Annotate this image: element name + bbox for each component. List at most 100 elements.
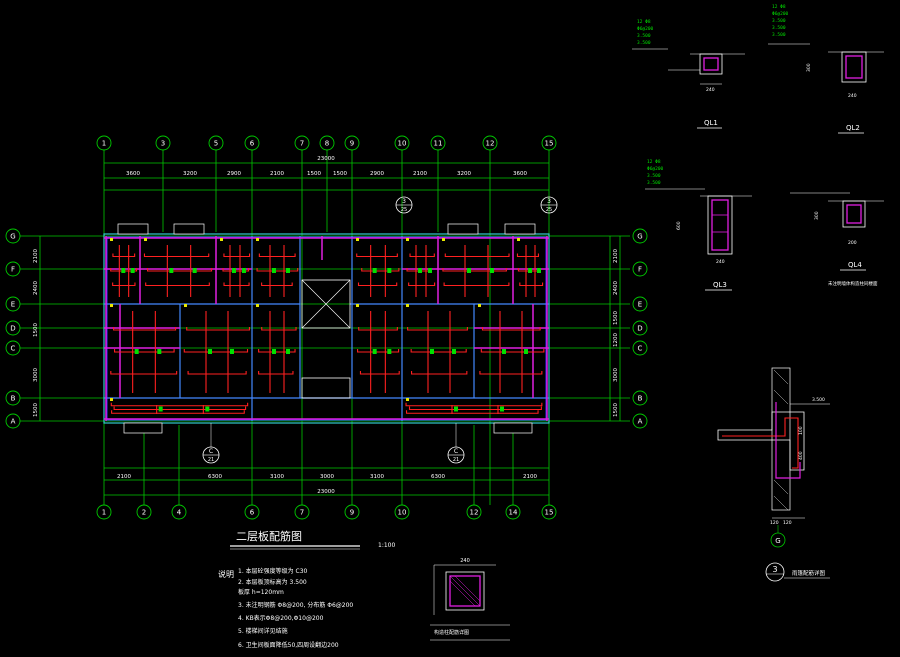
axis-bubble-top <box>96 135 112 151</box>
svg-text:Φ6@200: Φ6@200 <box>647 166 664 172</box>
rebar-bar <box>443 282 510 287</box>
svg-text:240: 240 <box>848 93 857 99</box>
axis-bubble-top <box>541 135 557 151</box>
axis-bubble-top-label: 3 <box>161 140 165 148</box>
axis-bubble-left <box>5 413 21 429</box>
axis-bubble-right <box>632 228 648 244</box>
rebar-bar <box>409 253 435 258</box>
plan-title-block: 二层板配筋图 1:100 <box>230 529 395 550</box>
svg-text:300: 300 <box>814 211 820 220</box>
rebar-bar <box>516 253 539 258</box>
rebar-bar <box>258 371 294 375</box>
rebar-labels <box>121 268 541 412</box>
rebar-label-mark <box>272 349 276 354</box>
column-marker <box>184 304 187 307</box>
svg-text:C: C <box>209 448 213 455</box>
svg-text:3.500: 3.500 <box>637 33 651 39</box>
rebar-bar <box>405 402 543 407</box>
rebar-label-mark <box>230 349 234 354</box>
svg-text:2900: 2900 <box>227 171 241 177</box>
svg-text:3000: 3000 <box>320 474 334 480</box>
rebar-bar <box>411 371 468 375</box>
svg-text:600: 600 <box>676 221 682 230</box>
axis-bubble-top-label: 7 <box>300 140 304 148</box>
svg-text:2100: 2100 <box>523 474 537 480</box>
axis-bubble-top-label: 5 <box>214 140 218 148</box>
total-dim-top: 23000 <box>317 156 335 162</box>
rebar-bar <box>442 268 507 272</box>
section-callout-left[interactable]: C 21 <box>202 423 220 464</box>
rebar-bar <box>519 282 544 287</box>
section-3-caption: 雨篷配筋详图 <box>792 569 826 577</box>
section-callout-right[interactable]: C 21 <box>447 423 465 464</box>
svg-text:1200: 1200 <box>613 333 619 347</box>
column-caption: 构造柱配筋详图 <box>434 629 469 636</box>
svg-text:3.500: 3.500 <box>812 397 825 403</box>
axis-bubble-bottom-label: 1 <box>102 509 106 517</box>
rebar-bar <box>112 253 136 258</box>
rebar-bar <box>187 371 247 375</box>
rebar-label-mark <box>428 268 432 273</box>
svg-text:12 Φ8: 12 Φ8 <box>637 19 651 25</box>
svg-text:C: C <box>454 448 458 455</box>
svg-text:3100: 3100 <box>370 474 384 480</box>
rebar-bar <box>358 327 398 331</box>
rebar-label-mark <box>130 268 135 273</box>
axis-bubble-bottom <box>541 504 557 520</box>
column-marker <box>110 304 113 307</box>
axis-bubble-top <box>208 135 224 151</box>
axis-bubble-bottom-label: 6 <box>250 509 255 517</box>
axis-bubble-right <box>632 296 648 312</box>
axis-bubble-bottom <box>294 504 310 520</box>
rebar-bar <box>356 253 398 258</box>
rebar-label-mark <box>372 268 377 273</box>
axis-bubble-left-label: G <box>10 233 15 241</box>
svg-text:2100: 2100 <box>413 171 427 177</box>
svg-text:25: 25 <box>546 207 552 213</box>
svg-text:2100: 2100 <box>117 474 131 480</box>
column-marker <box>406 398 409 401</box>
side-dimension-labels: 2100 2400 1500 1200 3000 1500 2100 2400 … <box>33 249 619 417</box>
svg-text:1500: 1500 <box>33 403 39 417</box>
svg-text:Φ6@200: Φ6@200 <box>772 11 789 17</box>
svg-text:1500: 1500 <box>33 323 39 337</box>
ql4-note: 未注明墙体构造柱同楼面 <box>828 280 878 287</box>
rebar-label-mark <box>490 268 494 273</box>
rebar-label-mark <box>169 268 174 273</box>
section-callout-top[interactable]: 3 25 3 25 <box>395 196 558 214</box>
axis-bubble-left-label: A <box>11 418 16 426</box>
rebar-label-mark <box>272 268 276 273</box>
axis-bubble-top <box>294 135 310 151</box>
svg-text:3.500: 3.500 <box>647 173 661 179</box>
plan-scale: 1:100 <box>378 542 395 549</box>
svg-text:1500: 1500 <box>307 171 321 177</box>
rebar-bar <box>357 349 400 353</box>
axis-bubble-bottom <box>244 504 260 520</box>
rebar-bar <box>261 327 297 331</box>
rebar-label-mark <box>158 406 163 412</box>
rebar-bar <box>444 253 510 258</box>
axis-bubble-top-label: 9 <box>350 140 354 148</box>
svg-text:240: 240 <box>460 558 470 564</box>
rebar-label-mark <box>121 268 126 273</box>
column-marker <box>256 238 259 241</box>
ql1-label: QL1 <box>704 119 718 127</box>
axis-bubble-left-label: B <box>11 395 16 403</box>
axis-bubble-bottom-label: 12 <box>470 509 479 517</box>
svg-text:3: 3 <box>772 565 777 574</box>
rebar-bar <box>112 282 136 287</box>
ql3-label: QL3 <box>713 281 727 289</box>
beam-lines <box>104 236 549 421</box>
axis-bubble-bottom-label: 4 <box>177 509 182 517</box>
svg-text:3.500: 3.500 <box>772 18 786 24</box>
rebar-label-mark <box>430 349 434 354</box>
axis-bubble-right-label: B <box>638 395 643 403</box>
detail-ql4: 300 200 QL4 未注明墙体构造柱同楼面 <box>790 192 884 287</box>
section-3-bubble <box>765 562 785 582</box>
axis-bubble-bottom-label: 7 <box>300 509 304 517</box>
total-dim-bottom: 23000 <box>317 489 335 495</box>
svg-text:1500: 1500 <box>333 171 347 177</box>
